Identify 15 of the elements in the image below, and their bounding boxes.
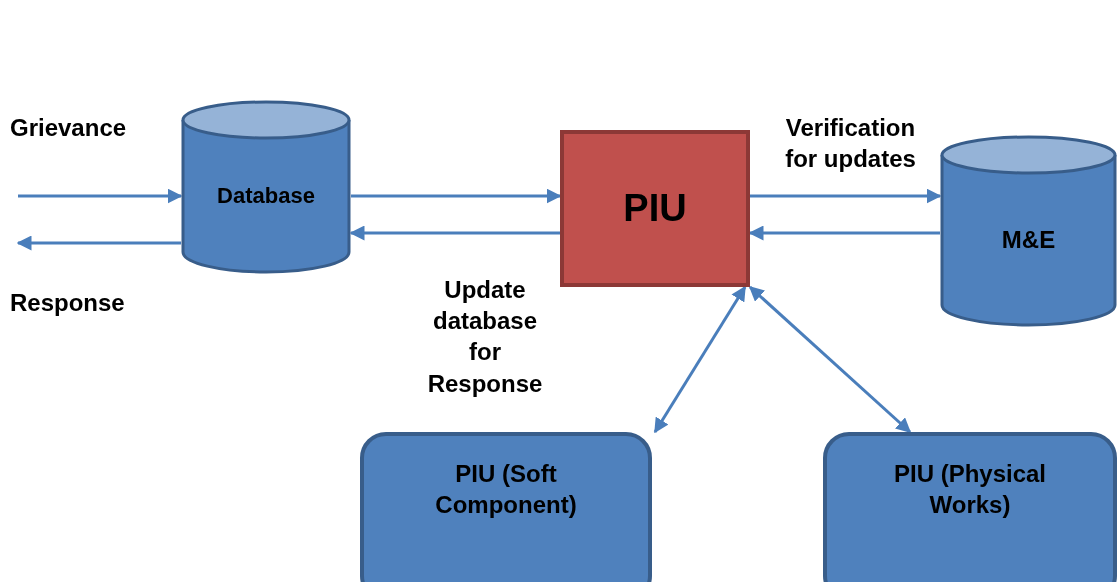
rounded-box xyxy=(360,432,652,582)
arrow xyxy=(653,285,747,434)
node-label: PIU (Soft Component) xyxy=(434,459,578,521)
node-label: M&E xyxy=(1001,225,1056,256)
node-label: PIU (Physical Works) xyxy=(892,459,1048,521)
node-label: Database xyxy=(217,181,315,210)
arrow xyxy=(351,188,562,204)
rounded-box xyxy=(823,432,1117,582)
arrow xyxy=(748,285,912,434)
arrow xyxy=(16,235,181,251)
arrow xyxy=(18,188,183,204)
process-box xyxy=(560,130,750,287)
node-label: PIU xyxy=(623,185,687,231)
arrow xyxy=(349,225,560,241)
arrow xyxy=(750,188,942,204)
